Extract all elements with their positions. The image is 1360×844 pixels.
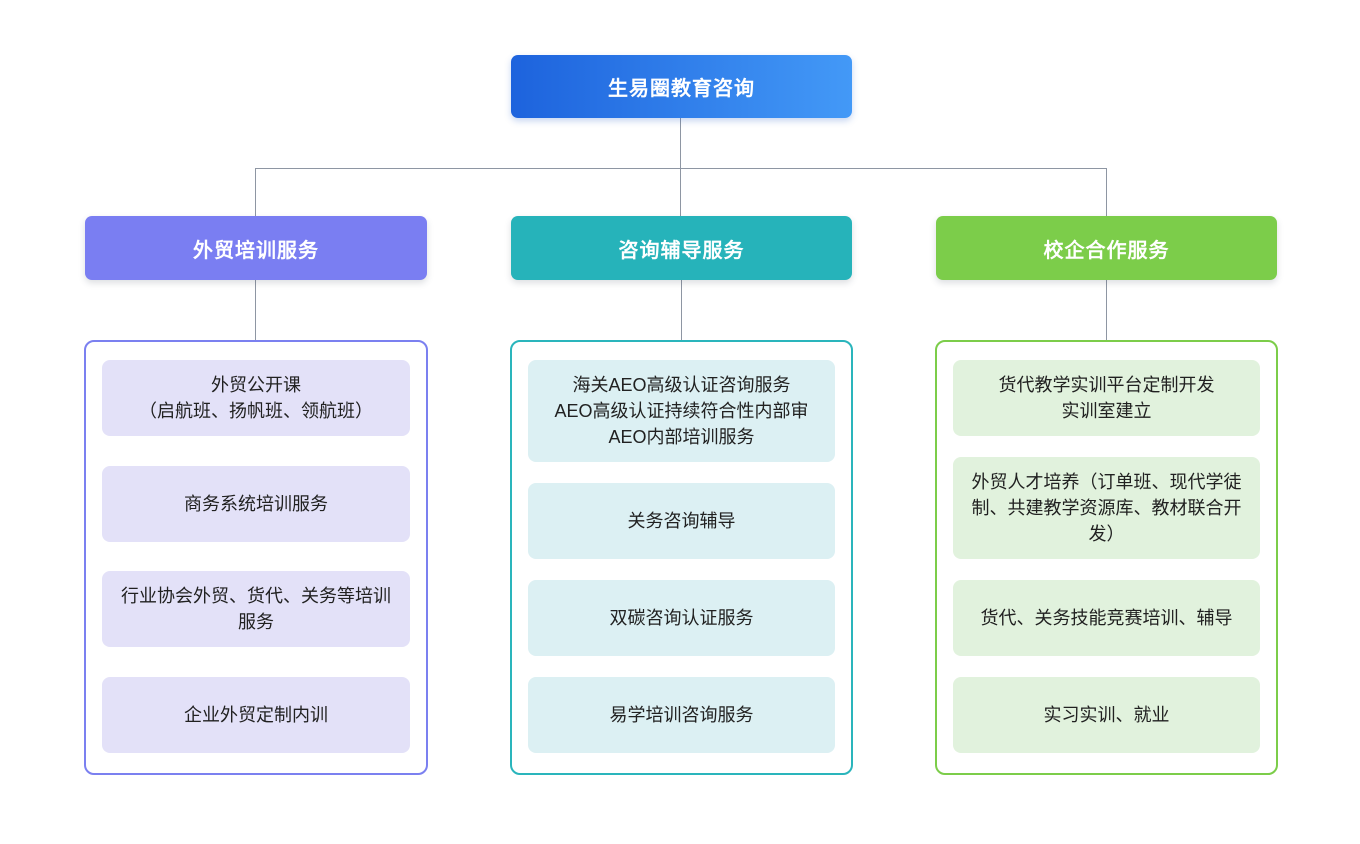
branch-header-consulting: 咨询辅导服务 — [511, 216, 852, 280]
leaf-node: 关务咨询辅导 — [528, 483, 835, 559]
branch-group-trade-training: 外贸公开课 （启航班、扬帆班、领航班） 商务系统培训服务 行业协会外贸、货代、关… — [84, 340, 428, 775]
branch-group-consulting: 海关AEO高级认证咨询服务 AEO高级认证持续符合性内部审 AEO内部培训服务 … — [510, 340, 853, 775]
branch-header-school-enterprise: 校企合作服务 — [936, 216, 1277, 280]
leaf-node: 货代教学实训平台定制开发 实训室建立 — [953, 360, 1260, 436]
leaf-node: 外贸公开课 （启航班、扬帆班、领航班） — [102, 360, 410, 436]
leaf-node: 货代、关务技能竞赛培训、辅导 — [953, 580, 1260, 656]
connector-branch-middle — [681, 280, 682, 340]
branch-group-school-enterprise: 货代教学实训平台定制开发 实训室建立 外贸人才培养（订单班、现代学徒制、共建教学… — [935, 340, 1278, 775]
leaf-node: 行业协会外贸、货代、关务等培训服务 — [102, 571, 410, 648]
leaf-node: 商务系统培训服务 — [102, 465, 410, 542]
connector-trunk-horizontal — [255, 168, 1107, 169]
leaf-node: 双碳咨询认证服务 — [528, 580, 835, 656]
connector-branch-right — [1106, 280, 1107, 340]
connector-drop-middle — [680, 168, 681, 216]
leaf-node: 企业外贸定制内训 — [102, 676, 410, 753]
leaf-node: 易学培训咨询服务 — [528, 677, 835, 753]
leaf-node: 海关AEO高级认证咨询服务 AEO高级认证持续符合性内部审 AEO内部培训服务 — [528, 360, 835, 462]
leaf-node: 实习实训、就业 — [953, 677, 1260, 753]
connector-drop-right — [1106, 168, 1107, 216]
root-node: 生易圈教育咨询 — [511, 55, 852, 118]
leaf-node: 外贸人才培养（订单班、现代学徒制、共建教学资源库、教材联合开发） — [953, 457, 1260, 559]
connector-drop-left — [255, 168, 256, 216]
connector-branch-left — [255, 280, 256, 340]
branch-header-trade-training: 外贸培训服务 — [85, 216, 427, 280]
connector-root-vertical — [680, 118, 681, 169]
